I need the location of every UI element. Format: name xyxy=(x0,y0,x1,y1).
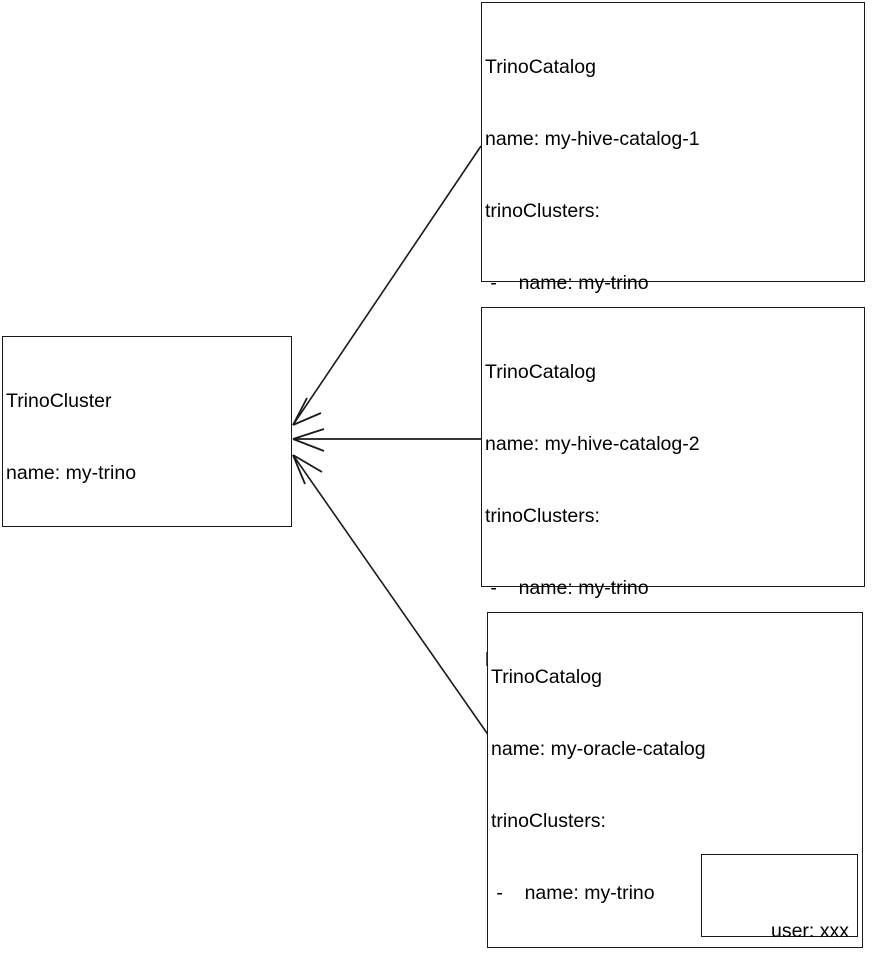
cluster-line: name: my-trino xyxy=(6,462,137,484)
secret-node[interactable]: user: xxx password: xxx xyxy=(701,854,858,942)
cluster-node-text: TrinoCluster name: my-trino xyxy=(6,341,289,533)
catalog-line: name: my-oracle-catalog xyxy=(491,738,706,760)
catalog-line: TrinoCatalog xyxy=(485,361,596,383)
edge-catalog2-to-cluster xyxy=(292,428,481,452)
catalog-line: trinoClusters: xyxy=(491,810,606,832)
catalog-line: TrinoCatalog xyxy=(485,56,596,78)
catalog-node-1[interactable]: TrinoCatalog name: my-hive-catalog-1 tri… xyxy=(481,2,865,654)
cluster-line: TrinoCluster xyxy=(6,390,112,412)
edge-catalog3-to-cluster xyxy=(292,454,490,737)
cluster-node[interactable]: TrinoCluster name: my-trino xyxy=(2,336,292,527)
catalog-line: trinoClusters: xyxy=(485,200,600,222)
secret-node-text: user: xxx password: xxx xyxy=(702,871,849,954)
catalog-line: - name: my-trino xyxy=(485,272,649,294)
catalog-line: trinoClusters: xyxy=(485,505,600,527)
catalog-node-3-text: TrinoCatalog name: my-oracle-catalog tri… xyxy=(491,617,860,954)
catalog-node-3[interactable]: TrinoCatalog name: my-oracle-catalog tri… xyxy=(487,612,863,948)
secret-line: user: xxx xyxy=(770,920,849,942)
catalog-line: name: my-hive-catalog-2 xyxy=(485,433,700,455)
catalog-line: TrinoCatalog xyxy=(491,666,602,688)
catalog-line: - name: my-trino xyxy=(491,882,655,904)
catalog-node-2[interactable]: TrinoCatalog name: my-hive-catalog-2 tri… xyxy=(481,307,865,887)
catalog-line: - name: my-trino xyxy=(485,577,649,599)
edge-catalog1-to-cluster xyxy=(292,145,482,426)
catalog-line: name: my-hive-catalog-1 xyxy=(485,128,700,150)
